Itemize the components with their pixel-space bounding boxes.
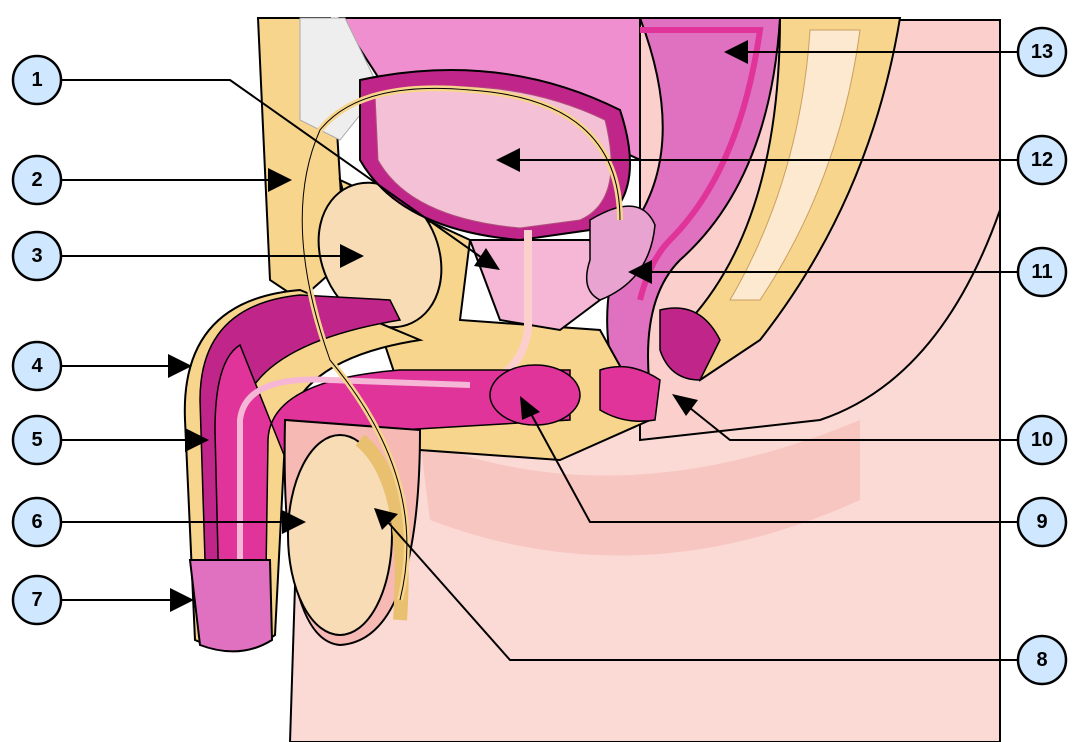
anus	[600, 367, 660, 422]
label-2-text: 2	[31, 169, 42, 191]
bulb-of-penis	[490, 365, 580, 425]
label-11: 11	[1018, 248, 1066, 296]
label-9-text: 9	[1036, 511, 1047, 533]
label-12-text: 12	[1031, 149, 1053, 171]
label-4: 4	[13, 342, 61, 390]
label-8: 8	[1018, 636, 1066, 684]
label-6: 6	[13, 498, 61, 546]
label-12: 12	[1018, 136, 1066, 184]
arrowhead-7	[170, 588, 194, 612]
label-11-text: 11	[1031, 261, 1052, 283]
label-13-text: 13	[1031, 41, 1053, 63]
label-4-text: 4	[31, 355, 43, 377]
label-5-text: 5	[31, 429, 42, 451]
label-13: 13	[1018, 28, 1066, 76]
label-3-text: 3	[31, 245, 42, 267]
label-9: 9	[1018, 498, 1066, 546]
label-1-text: 1	[31, 69, 42, 91]
label-5: 5	[13, 416, 61, 464]
label-7: 7	[13, 576, 61, 624]
label-10: 10	[1018, 416, 1066, 464]
label-1: 1	[13, 56, 61, 104]
label-6-text: 6	[31, 511, 42, 533]
label-10-text: 10	[1031, 429, 1053, 451]
label-8-text: 8	[1036, 649, 1047, 671]
anatomy-illustration	[185, 18, 1000, 742]
label-2: 2	[13, 156, 61, 204]
label-3: 3	[13, 232, 61, 280]
label-7-text: 7	[31, 589, 42, 611]
glans	[190, 560, 272, 651]
